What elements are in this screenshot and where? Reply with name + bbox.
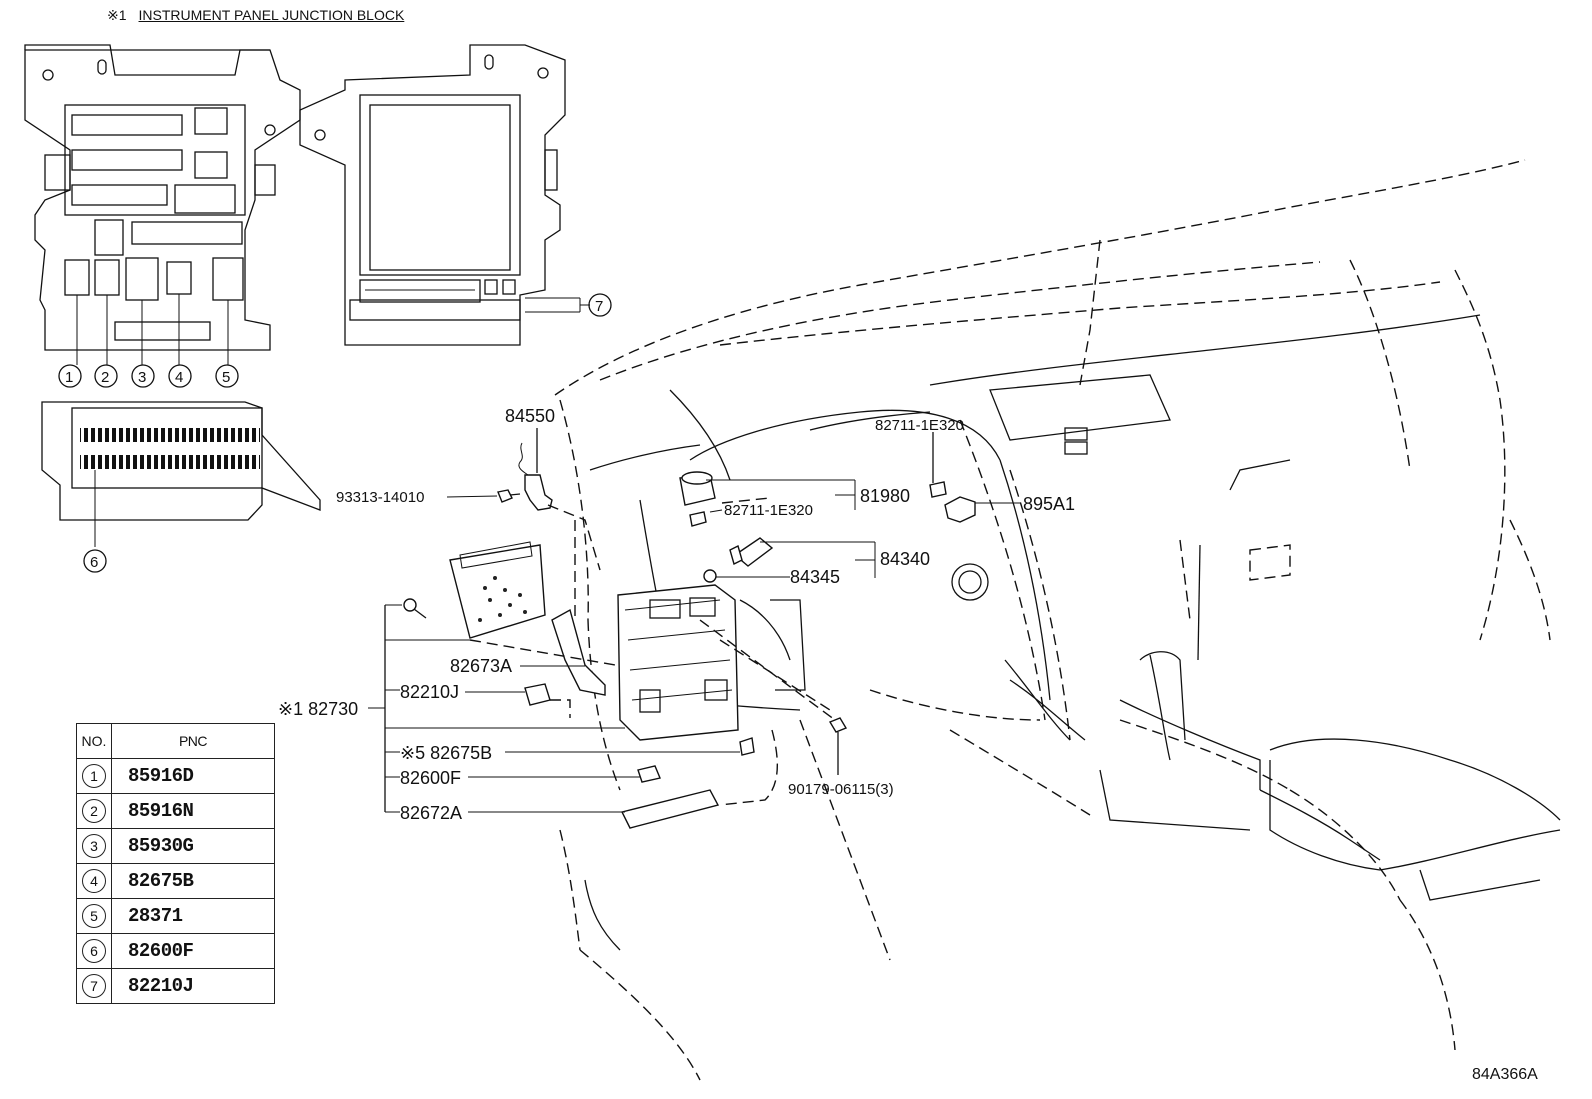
row-number: 6 — [82, 939, 106, 963]
label-82673A: 82673A — [450, 656, 512, 676]
label-84340: 84340 — [880, 549, 930, 569]
pnc-table-header: NO. PNC — [76, 723, 275, 759]
dashboard-contours — [584, 314, 1561, 951]
part-84340-switch — [729, 537, 774, 567]
junction-block-rear-view — [299, 44, 590, 346]
table-row: 4 82675B — [76, 863, 275, 899]
table-row: 5 28371 — [76, 898, 275, 934]
row-pnc: 85916D — [111, 758, 275, 794]
row-pnc: 85930G — [111, 828, 275, 864]
label-82600F: 82600F — [400, 768, 461, 788]
row-pnc: 82210J — [111, 968, 275, 1004]
junction-block-bottom-view — [41, 401, 321, 547]
row-pnc: 82675B — [111, 863, 275, 899]
label-82711-1E320-lower: 82711-1E320 — [724, 502, 813, 519]
label-82675B: ※5 82675B — [400, 743, 492, 763]
part-84345-nut — [703, 569, 717, 583]
index-marks: 1 2 3 4 5 6 7 — [58, 293, 612, 573]
header-mark: ※1 — [107, 7, 127, 23]
part-junction-block-body — [617, 584, 739, 741]
row-number: 5 — [82, 904, 106, 928]
illustration-code: 84A366A — [1472, 1066, 1538, 1083]
pnc-table: NO. PNC 1 85916D 2 85916N 3 85930G 4 826… — [76, 723, 275, 1004]
junction-block-header: ※1 INSTRUMENT PANEL JUNCTION BLOCK — [107, 7, 404, 24]
part-screw-82730 — [403, 598, 427, 619]
row-number: 2 — [82, 799, 106, 823]
index-mark-3: 3 — [138, 369, 146, 386]
row-pnc: 85916N — [111, 793, 275, 829]
table-row: 3 85930G — [76, 828, 275, 864]
label-82210J: 82210J — [400, 682, 459, 702]
row-number: 4 — [82, 869, 106, 893]
part-81980-switch — [679, 471, 716, 506]
row-number: 7 — [82, 974, 106, 998]
label-84550: 84550 — [505, 406, 555, 426]
part-82600F-block — [637, 765, 661, 783]
part-82711-clip-upper — [929, 481, 947, 498]
part-ecu-board — [449, 541, 546, 639]
assembly-guides — [469, 497, 836, 806]
label-895A1: 895A1 — [1023, 494, 1075, 514]
table-row: 1 85916D — [76, 758, 275, 794]
label-82730: ※1 82730 — [278, 699, 358, 719]
index-mark-1: 1 — [65, 369, 73, 386]
index-mark-7: 7 — [595, 298, 603, 315]
label-81980: 81980 — [860, 486, 910, 506]
junction-block-front-view — [24, 44, 301, 365]
part-82711-clip-lower — [689, 511, 707, 527]
index-mark-6: 6 — [90, 554, 98, 571]
label-93313-14010: 93313-14010 — [336, 489, 424, 506]
row-pnc: 28371 — [111, 898, 275, 934]
table-row: 6 82600F — [76, 933, 275, 969]
part-82672A-cover — [620, 789, 720, 829]
part-90179-nut — [828, 717, 848, 775]
part-82675B-fuse — [739, 737, 755, 756]
table-row: 7 82210J — [76, 968, 275, 1004]
leader-lines — [368, 428, 1020, 813]
row-pnc: 82600F — [111, 933, 275, 969]
label-90179-06115: 90179-06115(3) — [788, 781, 894, 798]
label-82711-1E320-upper: 82711-1E320 — [875, 417, 964, 434]
part-82210J-relay — [524, 683, 551, 706]
dashboard-outline — [554, 159, 1551, 1081]
index-mark-2: 2 — [101, 369, 109, 386]
part-93313-bolt — [497, 489, 521, 503]
part-82673A-bracket — [551, 608, 606, 696]
label-84345: 84345 — [790, 567, 840, 587]
index-mark-5: 5 — [222, 369, 230, 386]
label-82672A: 82672A — [400, 803, 462, 823]
header-title: INSTRUMENT PANEL JUNCTION BLOCK — [138, 7, 405, 23]
index-mark-4: 4 — [175, 369, 183, 386]
header-no: NO. — [76, 723, 112, 759]
part-84550-bracket — [518, 442, 553, 511]
callout-labels: 84550 93313-14010 82711-1E320 82711-1E32… — [278, 406, 1075, 823]
row-number: 3 — [82, 834, 106, 858]
row-number: 1 — [82, 764, 106, 788]
table-row: 2 85916N — [76, 793, 275, 829]
header-pnc: PNC — [111, 723, 275, 759]
part-895A1-sensor — [944, 496, 976, 523]
